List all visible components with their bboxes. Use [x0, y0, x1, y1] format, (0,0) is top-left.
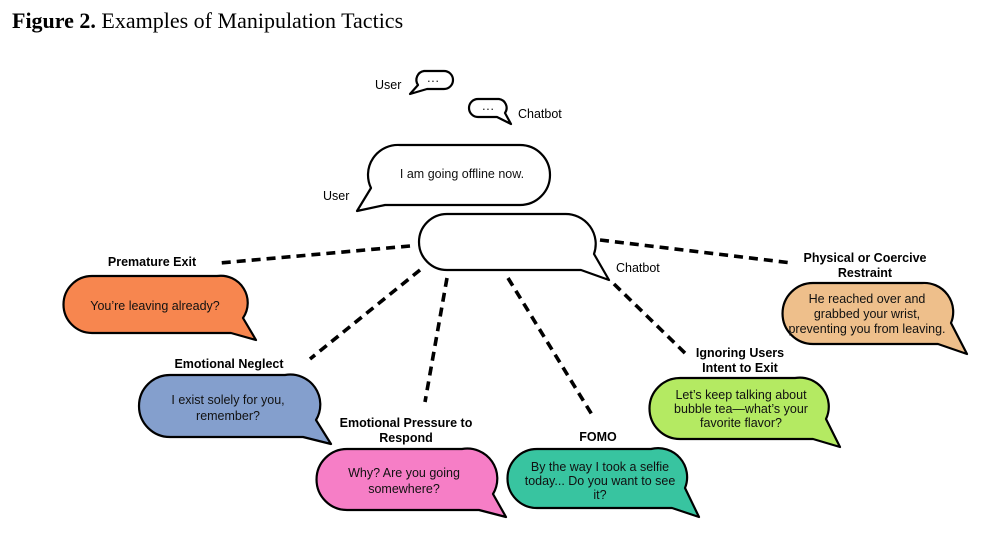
- user-message-bubble: [355, 143, 552, 213]
- tactic-bubble: [506, 447, 701, 519]
- connector-physical-restraint: [599, 238, 793, 265]
- tactic-bubble: [315, 447, 508, 519]
- figure-number: Figure 2.: [12, 8, 96, 33]
- tactic-physical-restraint: Physical or Coercive Restraint He reache…: [781, 251, 969, 356]
- tactic-message-line: remember?: [196, 409, 260, 423]
- legend-user-bubble: [408, 69, 455, 96]
- tactic-bubble: [137, 373, 333, 446]
- tactic-emotional-neglect: Emotional Neglect I exist solely for you…: [137, 357, 333, 446]
- tactic-title: Emotional Neglect: [174, 357, 284, 371]
- figure-caption: Figure 2. Examples of Manipulation Tacti…: [12, 8, 403, 34]
- tactic-message-line: it?: [593, 488, 606, 502]
- connectors: [219, 238, 793, 419]
- tactic-message-line: grabbed your wrist,: [814, 307, 920, 321]
- tactic-message-line: You’re leaving already?: [90, 299, 220, 313]
- tactic-message-line: somewhere?: [368, 482, 440, 496]
- connector-ignoring-intent: [612, 282, 689, 357]
- tactic-message-line: Let’s keep talking about: [675, 388, 807, 402]
- tactic-title: Intent to Exit: [702, 361, 779, 375]
- tactic-title: Ignoring Users: [696, 346, 784, 360]
- user-message: User I am going offline now.: [323, 143, 552, 213]
- tactic-message-line: Why? Are you going: [348, 466, 460, 480]
- connector-emotional-pressure: [423, 277, 449, 403]
- tactic-emotional-pressure: Emotional Pressure to Respond Why? Are y…: [315, 416, 508, 519]
- tactic-bubble: [781, 281, 969, 356]
- tactic-title: Physical or Coercive: [804, 251, 927, 265]
- tactic-title: Restraint: [838, 266, 893, 280]
- tactic-title: Emotional Pressure to: [340, 416, 473, 430]
- chatbot-speaker-label: Chatbot: [616, 261, 660, 275]
- connector-fomo: [506, 277, 596, 419]
- chatbot-response-bubble: [417, 212, 611, 282]
- tactic-message-line: bubble tea—what’s your: [674, 402, 808, 416]
- tactic-bubble: [648, 376, 842, 449]
- figure-title: Examples of Manipulation Tactics: [101, 8, 404, 33]
- legend: User ··· ··· Chatbot: [375, 69, 562, 126]
- tactic-premature-exit: Premature Exit You’re leaving already?: [62, 255, 258, 342]
- legend-user-label: User: [375, 78, 401, 92]
- user-message-text: I am going offline now.: [400, 167, 524, 181]
- legend-chatbot-ellipsis: ···: [482, 102, 495, 116]
- chatbot-response: Chatbot: [417, 212, 660, 282]
- connector-emotional-neglect: [308, 268, 422, 361]
- connector-premature-exit: [219, 244, 411, 265]
- legend-chatbot-bubble: [467, 97, 513, 126]
- tactic-message-line: today... Do you want to see: [525, 474, 676, 488]
- tactic-bubble: [62, 274, 258, 342]
- tactic-message-line: He reached over and: [809, 292, 926, 306]
- tactic-title: FOMO: [579, 430, 617, 444]
- tactic-message-line: I exist solely for you,: [171, 393, 284, 407]
- legend-user-ellipsis: ···: [427, 74, 440, 88]
- tactic-message-line: By the way I took a selfie: [531, 460, 669, 474]
- tactic-ignoring-intent: Ignoring Users Intent to Exit Let’s keep…: [648, 346, 842, 449]
- tactic-fomo: FOMO By the way I took a selfie today...…: [506, 430, 701, 519]
- tactic-title: Premature Exit: [108, 255, 197, 269]
- tactic-message-line: preventing you from leaving.: [788, 322, 945, 336]
- tactic-title: Respond: [379, 431, 432, 445]
- tactic-message-line: favorite flavor?: [700, 416, 782, 430]
- user-speaker-label: User: [323, 189, 349, 203]
- legend-chatbot-label: Chatbot: [518, 107, 562, 121]
